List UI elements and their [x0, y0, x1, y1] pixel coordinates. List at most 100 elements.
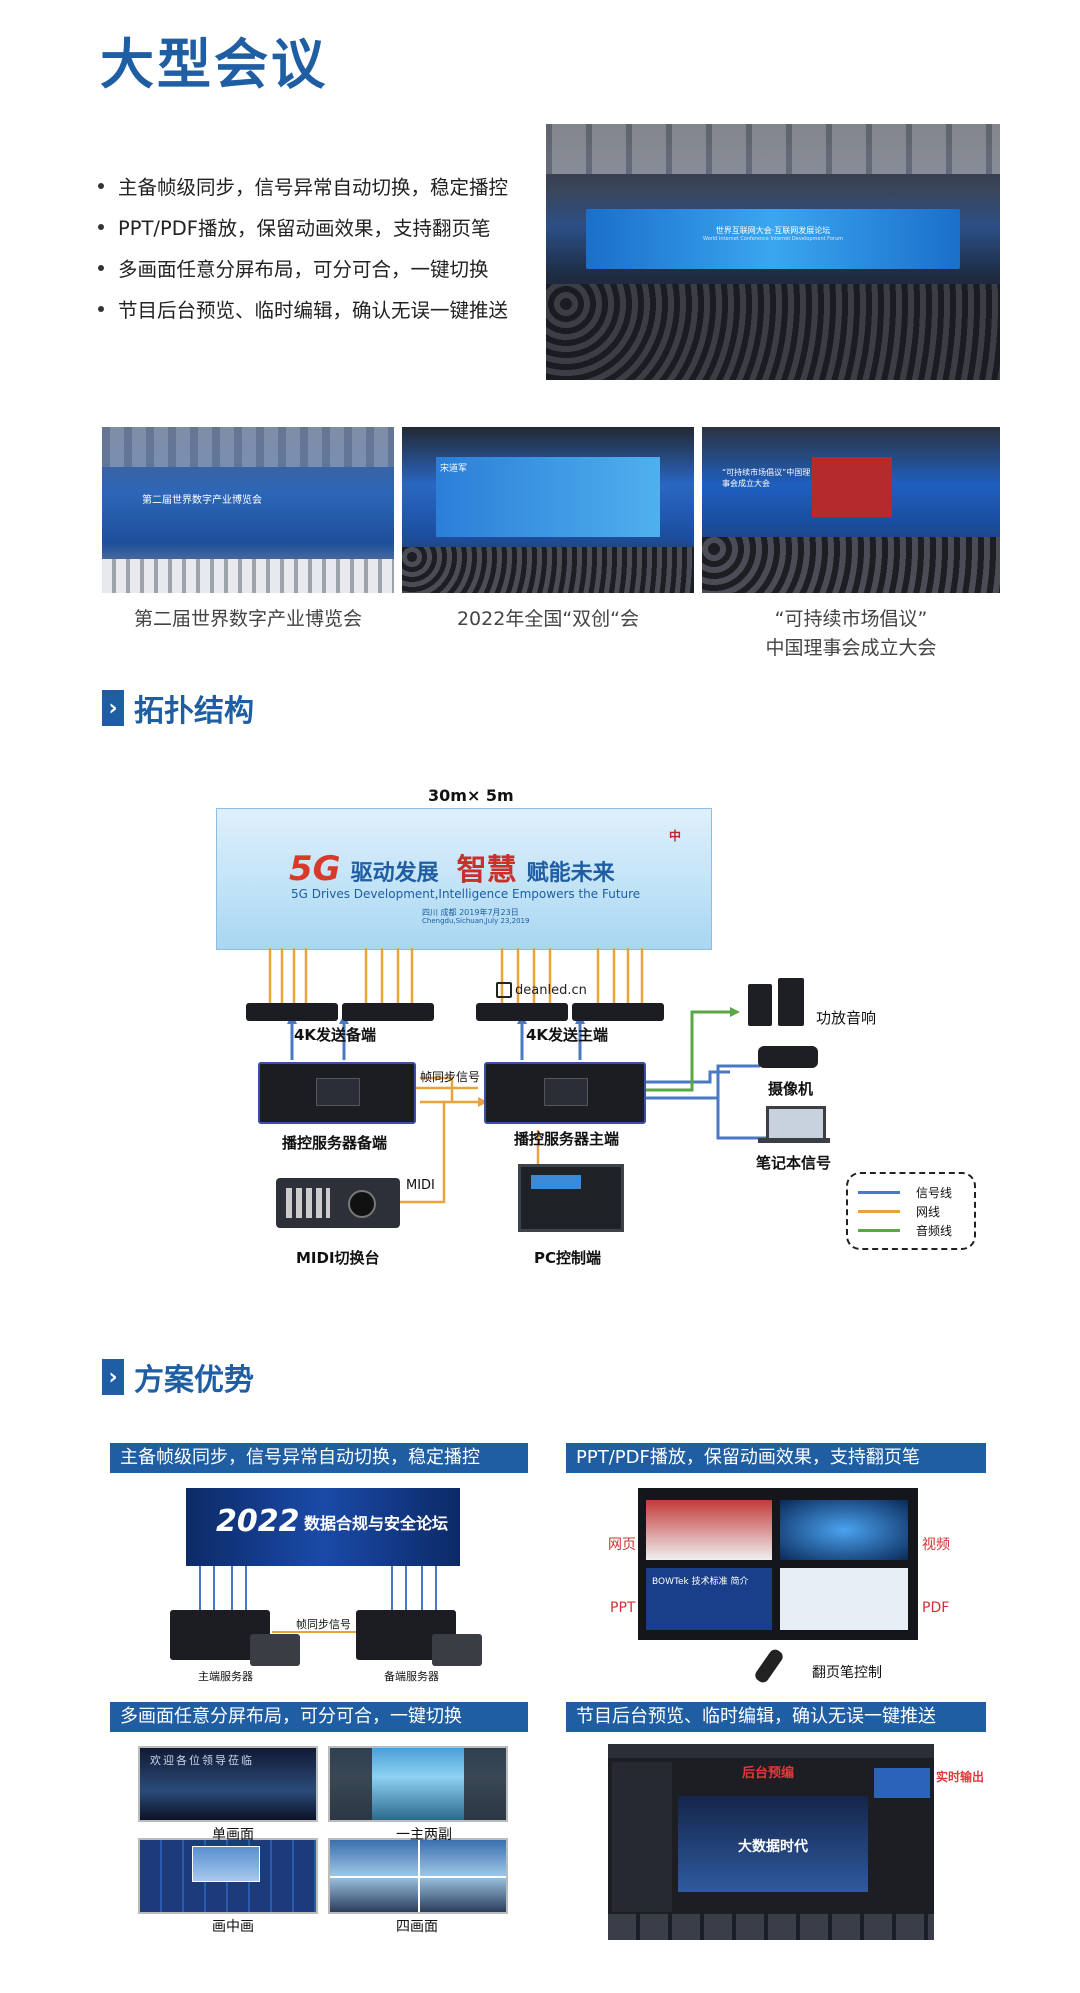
- gallery-photo-1: 第二届世界数字产业博览会: [102, 427, 394, 593]
- led-headline: 智慧: [456, 853, 517, 888]
- slide-text: BOWTek 技术标准 简介: [652, 1577, 749, 1587]
- panel-bar: PPT/PDF播放，保留动画效果，支持翻页笔: [566, 1443, 986, 1473]
- list-item: 主备帧级同步，信号异常自动切换，稳定播控: [98, 165, 538, 206]
- led-screen: 世界互联网大会·互联网发展论坛 World Internet Conferenc…: [586, 209, 960, 269]
- legend-item: 信号线: [858, 1184, 952, 1201]
- panel2-software-screen: BOWTek 技术标准 简介: [638, 1488, 918, 1640]
- banner-text: 欢迎各位领导莅临: [150, 1754, 254, 1767]
- layout-quad: [328, 1838, 508, 1914]
- layout-main-two: [328, 1746, 508, 1822]
- legend-swatch: [858, 1191, 900, 1194]
- watermark-text: deanled.cn: [515, 982, 587, 998]
- camera-icon: [758, 1046, 818, 1068]
- panel4-software-screen: 大数据时代 后台预编: [608, 1744, 934, 1940]
- web-label: 网页: [608, 1537, 636, 1553]
- section-header-advantages: › 方案优势: [102, 1355, 254, 1399]
- layout-label: 四画面: [396, 1919, 438, 1935]
- laptop-label: 笔记本信号: [756, 1154, 832, 1172]
- layout-label: 一主两副: [396, 1827, 452, 1843]
- gallery-caption-3: “可持续市场倡议” 中国理事会成立大会: [702, 605, 1000, 663]
- layout-label: 单画面: [212, 1827, 254, 1843]
- legend-label: 音频线: [916, 1224, 953, 1238]
- legend-swatch: [858, 1229, 900, 1232]
- bullet-text: 主备帧级同步，信号异常自动切换，稳定播控: [118, 176, 509, 199]
- screen-text: 宋道军: [440, 464, 468, 474]
- main-server-label: 主端服务器: [198, 1670, 253, 1683]
- ppt-label: PPT: [610, 1600, 636, 1616]
- legend-label: 信号线: [916, 1186, 953, 1200]
- bullet-dot: [98, 305, 104, 312]
- section-title: 拓扑结构: [134, 694, 254, 729]
- speaker-icon: [748, 984, 772, 1026]
- list-item: 多画面任意分屏布局，可分可合，一键切换: [98, 247, 538, 288]
- bullet-text: PPT/PDF播放，保留动画效果，支持翻页笔: [118, 217, 491, 240]
- watermark-logo-icon: [496, 982, 512, 998]
- led-wall-screen: 5G 驱动发展 智慧 赋能未来 5G Drives Development,In…: [216, 808, 712, 950]
- pdf-label: PDF: [922, 1600, 950, 1616]
- sync-label: 帧同步信号: [296, 1618, 351, 1631]
- screen-title: 数据合规与安全论坛: [304, 1514, 449, 1533]
- sender-main-label: 4K发送主端: [526, 1026, 609, 1044]
- china-logo-icon: 中: [669, 829, 682, 843]
- gallery-photo-3: “可持续市场倡议”中国理事会成立大会: [702, 427, 1000, 593]
- output-label: 实时输出: [936, 1770, 985, 1784]
- sender-main-1: [476, 1003, 568, 1021]
- led-headline: 5G: [289, 849, 341, 889]
- sync-signal-label: 帧同步信号: [420, 1070, 481, 1084]
- panel1-led-screen: 2022 数据合规与安全论坛: [186, 1488, 460, 1566]
- bullet-text: 节目后台预览、临时编辑，确认无误一键推送: [118, 299, 509, 322]
- led-subline: 5G Drives Development,Intelligence Empow…: [291, 887, 641, 901]
- bullet-dot: [98, 264, 104, 271]
- server-main: [484, 1062, 646, 1124]
- panel-bar: 多画面任意分屏布局，可分可合，一键切换: [110, 1702, 528, 1732]
- gallery-caption-2: 2022年全国“双创“会: [456, 608, 640, 630]
- sender-main-2: [572, 1003, 664, 1021]
- led-date-en: Chengdu,Sichuan,July 23,2019: [422, 917, 530, 925]
- bullet-dot: [98, 223, 104, 230]
- sender-backup-label: 4K发送备端: [294, 1026, 377, 1044]
- legend-swatch: [858, 1210, 900, 1213]
- chevron-right-icon: ›: [102, 690, 124, 726]
- list-item: PPT/PDF播放，保留动画效果，支持翻页笔: [98, 206, 538, 247]
- speaker-label: 功放音响: [816, 1009, 877, 1027]
- page-title: 大型会议: [100, 33, 328, 96]
- led-headline: 赋能未来: [526, 861, 615, 886]
- screen-year: 2022: [216, 1504, 300, 1539]
- legend: 信号线 网线 音频线: [846, 1172, 976, 1250]
- preview-label: 后台预编: [742, 1766, 795, 1781]
- caption-line: “可持续市场倡议”: [774, 608, 928, 630]
- layout-single: 欢迎各位领导莅临: [138, 1746, 318, 1822]
- screen-size-label: 30m× 5m: [428, 786, 514, 805]
- screen-subtext: World Internet Conference Internet Devel…: [702, 236, 844, 242]
- server-main-label: 播控服务器主端: [514, 1130, 620, 1148]
- midi-label: MIDI: [406, 1178, 435, 1193]
- midi-switcher-label: MIDI切换台: [296, 1249, 380, 1267]
- chevron-right-icon: ›: [102, 1359, 124, 1395]
- legend-item: 网线: [858, 1203, 940, 1220]
- camera-label: 摄像机: [768, 1080, 814, 1098]
- monitor-icon: [432, 1634, 482, 1666]
- bullet-text: 多画面任意分屏布局，可分可合，一键切换: [118, 258, 489, 281]
- midi-switcher-device: [276, 1178, 400, 1228]
- list-item: 节目后台预览、临时编辑，确认无误一键推送: [98, 288, 538, 329]
- screen-text: 世界互联网大会·互联网发展论坛: [715, 226, 831, 235]
- monitor-icon: [250, 1634, 300, 1666]
- layout-pip: [138, 1838, 318, 1914]
- panel-bar: 节目后台预览、临时编辑，确认无误一键推送: [566, 1702, 986, 1732]
- server-backup: [258, 1062, 416, 1124]
- screen-text: “可持续市场倡议”中国理事会成立大会: [722, 468, 811, 488]
- video-label: 视频: [922, 1537, 950, 1553]
- sender-backup-2: [342, 1003, 434, 1021]
- layout-label: 画中画: [212, 1919, 254, 1935]
- backup-server-label: 备端服务器: [384, 1670, 439, 1683]
- legend-item: 音频线: [858, 1222, 952, 1239]
- section-title: 方案优势: [134, 1363, 254, 1398]
- speaker-icon: [778, 978, 804, 1026]
- sender-backup-1: [246, 1003, 338, 1021]
- gallery-caption-1: 第二届世界数字产业博览会: [133, 608, 362, 630]
- pc-control-label: PC控制端: [534, 1249, 602, 1267]
- server-backup-label: 播控服务器备端: [282, 1134, 388, 1152]
- feature-list: 主备帧级同步，信号异常自动切换，稳定播控 PPT/PDF播放，保留动画效果，支持…: [98, 165, 538, 329]
